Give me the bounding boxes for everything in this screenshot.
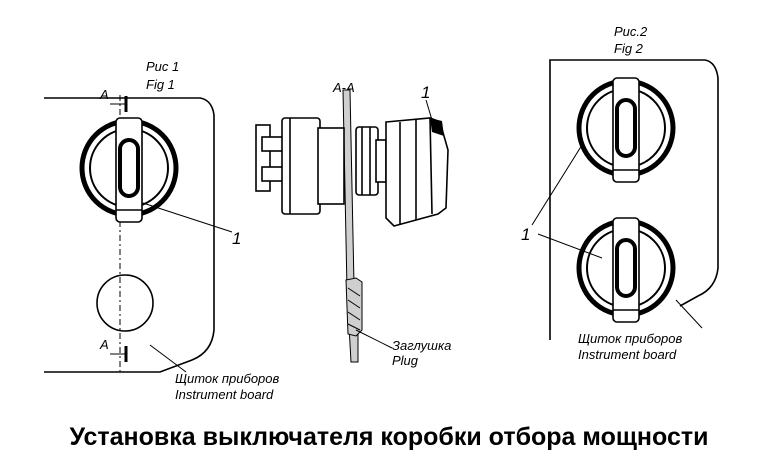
figure-2-callout-leader-upper bbox=[531, 144, 583, 226]
figure-2-callout: 1 bbox=[521, 225, 530, 244]
figure-1: Рис 1 Fig 1 A A 1 Щиток приборов Instrum… bbox=[44, 59, 280, 402]
figure-1-board-leader bbox=[149, 344, 187, 373]
section-plug-label-ru: Заглушка bbox=[392, 338, 451, 353]
figure-2-title-en: Fig 2 bbox=[614, 41, 644, 56]
section-plug bbox=[345, 277, 363, 337]
section-plug-leader bbox=[355, 329, 393, 349]
figure-2-callout-leader-lower bbox=[537, 233, 603, 259]
figure-2-switch-lower bbox=[576, 217, 676, 323]
section-callout: 1 bbox=[421, 83, 430, 102]
figure-1-board-label-ru: Щиток приборов bbox=[175, 371, 280, 386]
figure-2-board-leader bbox=[675, 299, 703, 329]
section-a-a: A-A 1 bbox=[255, 80, 451, 368]
figure-2-board-label-en: Instrument board bbox=[578, 347, 677, 362]
figure-1-callout: 1 bbox=[232, 229, 241, 248]
section-switch-knob bbox=[385, 117, 449, 227]
figure-1-board-label-en: Instrument board bbox=[175, 387, 274, 402]
section-mark-top: A bbox=[99, 87, 109, 102]
figure-2-switch-upper bbox=[576, 77, 676, 183]
section-switch-body bbox=[255, 117, 387, 215]
section-callout-leader bbox=[425, 99, 433, 121]
figure-2-board-label-ru: Щиток приборов bbox=[578, 331, 683, 346]
figure-2-title-ru: Рис.2 bbox=[614, 24, 648, 39]
figure-2: Рис.2 Fig 2 1 Щиток приборов Instrument … bbox=[521, 24, 719, 362]
figure-1-plug-hole bbox=[96, 274, 154, 332]
section-mark-bottom: A bbox=[99, 337, 109, 352]
figure-1-title-ru: Рис 1 bbox=[146, 59, 179, 74]
section-plug-label-en: Plug bbox=[392, 353, 419, 368]
figure-1-callout-leader bbox=[142, 202, 233, 233]
figure-2-instrument-board-outline bbox=[549, 59, 719, 340]
diagram-caption: Установка выключателя коробки отбора мощ… bbox=[69, 423, 708, 451]
figure-1-title-en: Fig 1 bbox=[146, 77, 175, 92]
figure-1-switch bbox=[79, 117, 179, 223]
figure-1-instrument-board-outline bbox=[44, 97, 215, 373]
